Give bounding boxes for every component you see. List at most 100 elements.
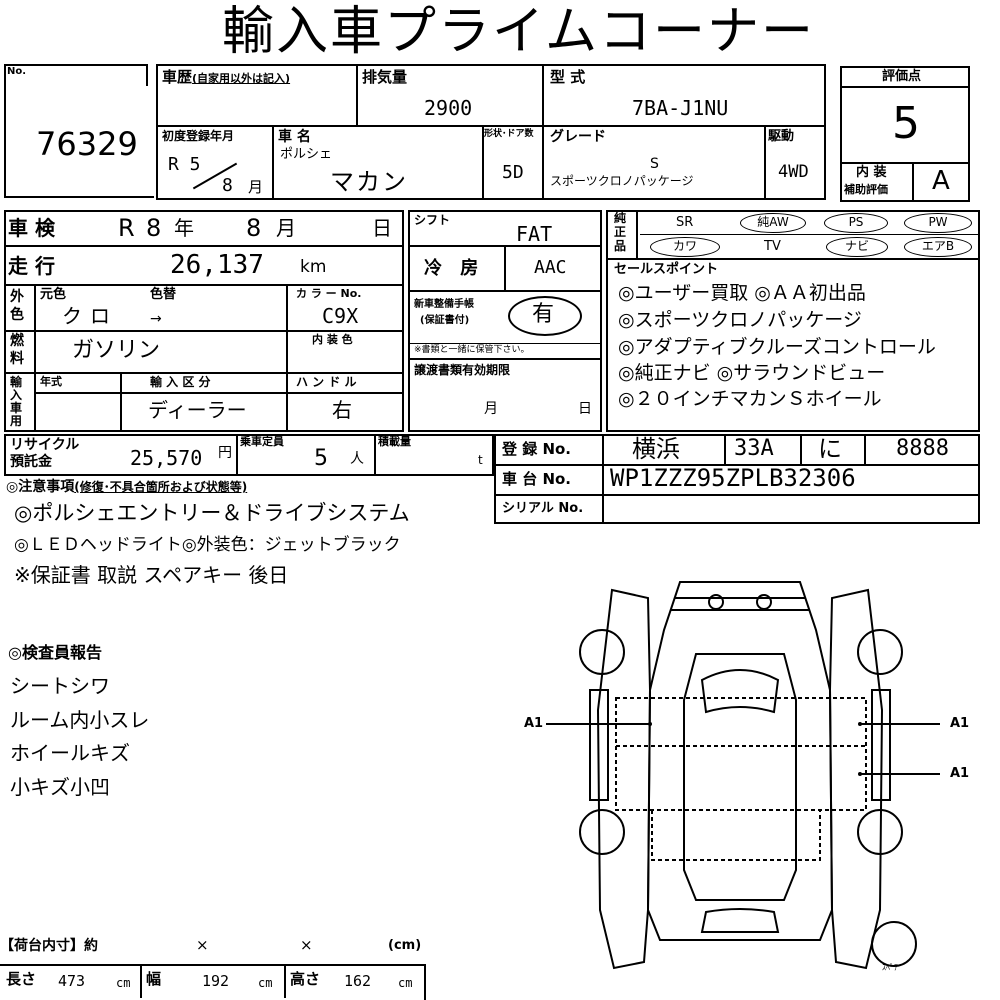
color-code-value: C9X (322, 304, 359, 328)
first-reg-month: 8 (222, 175, 233, 196)
car-damage-diagram (546, 581, 940, 970)
a1-right-dot-1 (858, 722, 862, 726)
windshield-outline (700, 669, 780, 714)
color-code-label: カ ラ ー No. (296, 287, 362, 300)
no-label: No. (7, 66, 27, 77)
orig-color-label: 元色 (40, 287, 67, 302)
capacity-divider (374, 434, 376, 476)
import-type-value: ディーラー (148, 398, 247, 422)
recycle-unit: 円 (218, 445, 232, 461)
mileage-value: 26,137 (170, 250, 264, 280)
inspection-label: 車 検 (8, 216, 55, 240)
equipment-navi: ナビ (826, 237, 888, 257)
sales-point-1: ◎ユーザー買取 ◎ＡＡ初出品 (618, 282, 866, 304)
inspector-line-1: シートシワ (10, 674, 110, 698)
aircon-line (408, 290, 602, 292)
spec-block (4, 210, 404, 432)
handle-value: 右 (332, 398, 352, 422)
inspector-line-4: 小キズ小凹 (10, 775, 110, 799)
model-code-value: 7BA-J1NU (632, 96, 729, 120)
sales-points-block (606, 258, 980, 432)
import-type-label: 輸 入 区 分 (150, 375, 211, 389)
displacement-value: 2900 (424, 96, 473, 120)
score-head-line (840, 86, 970, 88)
no-box-top-line (4, 64, 148, 66)
cargo-height-value: 162 (344, 972, 372, 990)
cargo-height-unit: cm (398, 976, 413, 990)
handle-label: ハ ン ド ル (296, 375, 357, 389)
inspection-day-unit: 日 (372, 216, 392, 240)
equipment-ps: PS (824, 213, 888, 233)
left-side-panel (596, 588, 652, 970)
equipment-tv: TV (764, 239, 781, 254)
wheel-front-right (857, 629, 903, 675)
manual-circle (508, 296, 582, 336)
inspector-label: ◎検査員報告 (8, 643, 102, 662)
equipment-divider (636, 210, 638, 260)
capacity-unit: 人 (350, 451, 364, 467)
model-code-label: 型 式 (550, 68, 586, 86)
equipment-mid-line (640, 234, 980, 235)
firstreg-divider (272, 125, 274, 200)
left-door-panel (589, 689, 609, 801)
first-reg-month-unit: 月 (248, 178, 264, 196)
recycle-label1: リサイクル (10, 437, 80, 453)
inspection-month: 8 (246, 214, 262, 242)
color-side-divider (34, 284, 36, 432)
equipment-label-2: 正 (614, 225, 627, 239)
page-title: 輸入車プライムコーナー (222, 2, 815, 62)
cargo-x2: × (300, 936, 313, 954)
wheel-rear-right (857, 809, 903, 855)
interior-dashed-outline (615, 697, 867, 861)
spec-line-3 (4, 330, 404, 332)
equipment-label-1: 純 (614, 211, 627, 225)
right-side-panel (828, 588, 884, 970)
shift-block (408, 210, 602, 432)
car-roof-outline (683, 653, 797, 901)
transfer-month-unit: 月 (484, 401, 498, 417)
change-color-label: 色替 (150, 287, 177, 302)
spec-line-2 (4, 284, 404, 286)
header-block (156, 64, 826, 200)
chassis-label: 車 台 No. (502, 470, 572, 488)
score-box (840, 66, 970, 202)
inspector-line-3: ホイールキズ (10, 741, 130, 765)
drive-value: 4WD (778, 162, 809, 182)
registration-kana: に (818, 435, 842, 463)
serial-label: シリアル No. (502, 501, 584, 516)
import-label-1: 輸 (10, 375, 23, 389)
import-divider-1 (120, 372, 122, 432)
shift-value: FAT (516, 222, 553, 246)
inspector-line-2: ルーム内小スレ (10, 708, 150, 732)
grade-line2: スポーツクロノパッケージ (550, 174, 694, 188)
cargo-label: 【荷台内寸】約 (0, 938, 98, 954)
grade-divider (764, 125, 766, 200)
manual-note: ※書類と一緒に保管下さい。 (414, 345, 530, 355)
no-box (4, 64, 154, 198)
wheel-front-left (579, 629, 625, 675)
equipment-pw: PW (904, 213, 972, 233)
car-name-label: 車 名 (278, 129, 311, 145)
shift-label: シフト (414, 213, 451, 227)
import-year-label: 年式 (40, 375, 62, 388)
history-label: 車歴(自家用以外は記入) (162, 68, 291, 86)
cargo-divider-1 (140, 964, 142, 998)
registration-label-divider (602, 434, 604, 524)
recycle-label2: 預託金 (10, 454, 52, 470)
change-color-arrow: → (150, 311, 162, 327)
sales-point-3: ◎アダプティブクルーズコントロール (618, 336, 936, 358)
registration-kana-divider (864, 434, 866, 464)
note-line-1: ◎ポルシェエントリー＆ドライブシステム (14, 501, 410, 525)
capacity-value: 5 (314, 446, 328, 471)
spare-tire (871, 921, 917, 967)
registration-area: 横浜 (632, 435, 680, 463)
aircon-label: 冷 房 (424, 258, 485, 279)
registration-line (494, 464, 980, 466)
no-value: 76329 (36, 125, 138, 163)
fuel-value: ガソリン (72, 338, 161, 363)
damage-mark-right-2: A1 (950, 766, 970, 781)
load-label: 積載量 (378, 435, 411, 448)
spec-line-4 (4, 372, 404, 374)
cargo-length-unit: cm (116, 976, 131, 990)
cargo-width-unit: cm (258, 976, 273, 990)
